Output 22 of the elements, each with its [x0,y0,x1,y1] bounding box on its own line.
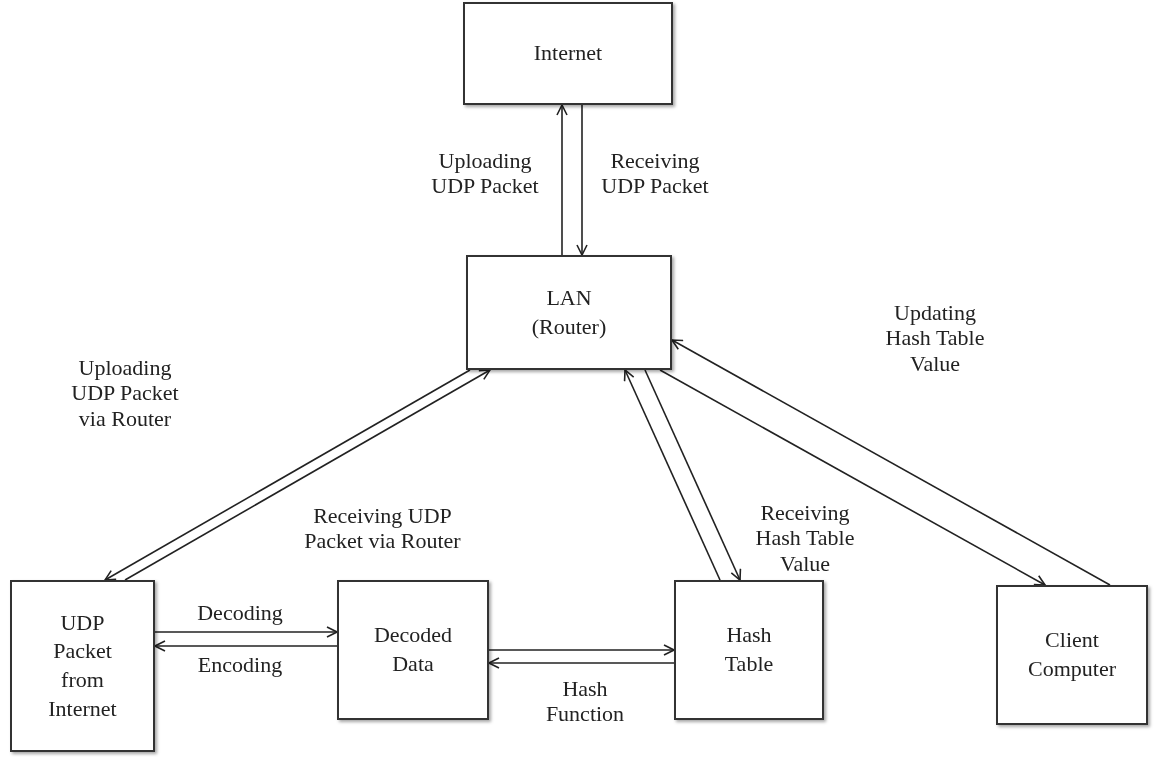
process-box [466,255,672,370]
arrow [659,369,1046,586]
box-label: Hash Table [723,621,775,678]
arrow [556,104,568,256]
box-label: Client Computer [1027,626,1117,683]
process-box [463,2,673,105]
arrow [154,626,338,638]
box-label: UDP Packet from Internet [47,608,118,723]
arrow [623,369,721,581]
process-box [996,585,1148,725]
arrow [644,369,742,581]
box-label: Decoded Data [372,621,454,678]
box-label: LAN (Router) [530,283,608,341]
box-label: Internet [532,39,604,68]
arrow [154,640,338,652]
process-box [337,580,489,720]
arrow [488,657,675,669]
process-box [674,580,824,720]
arrow [671,339,1111,586]
arrow [576,104,588,256]
arrow [488,644,675,656]
process-box [10,580,155,752]
